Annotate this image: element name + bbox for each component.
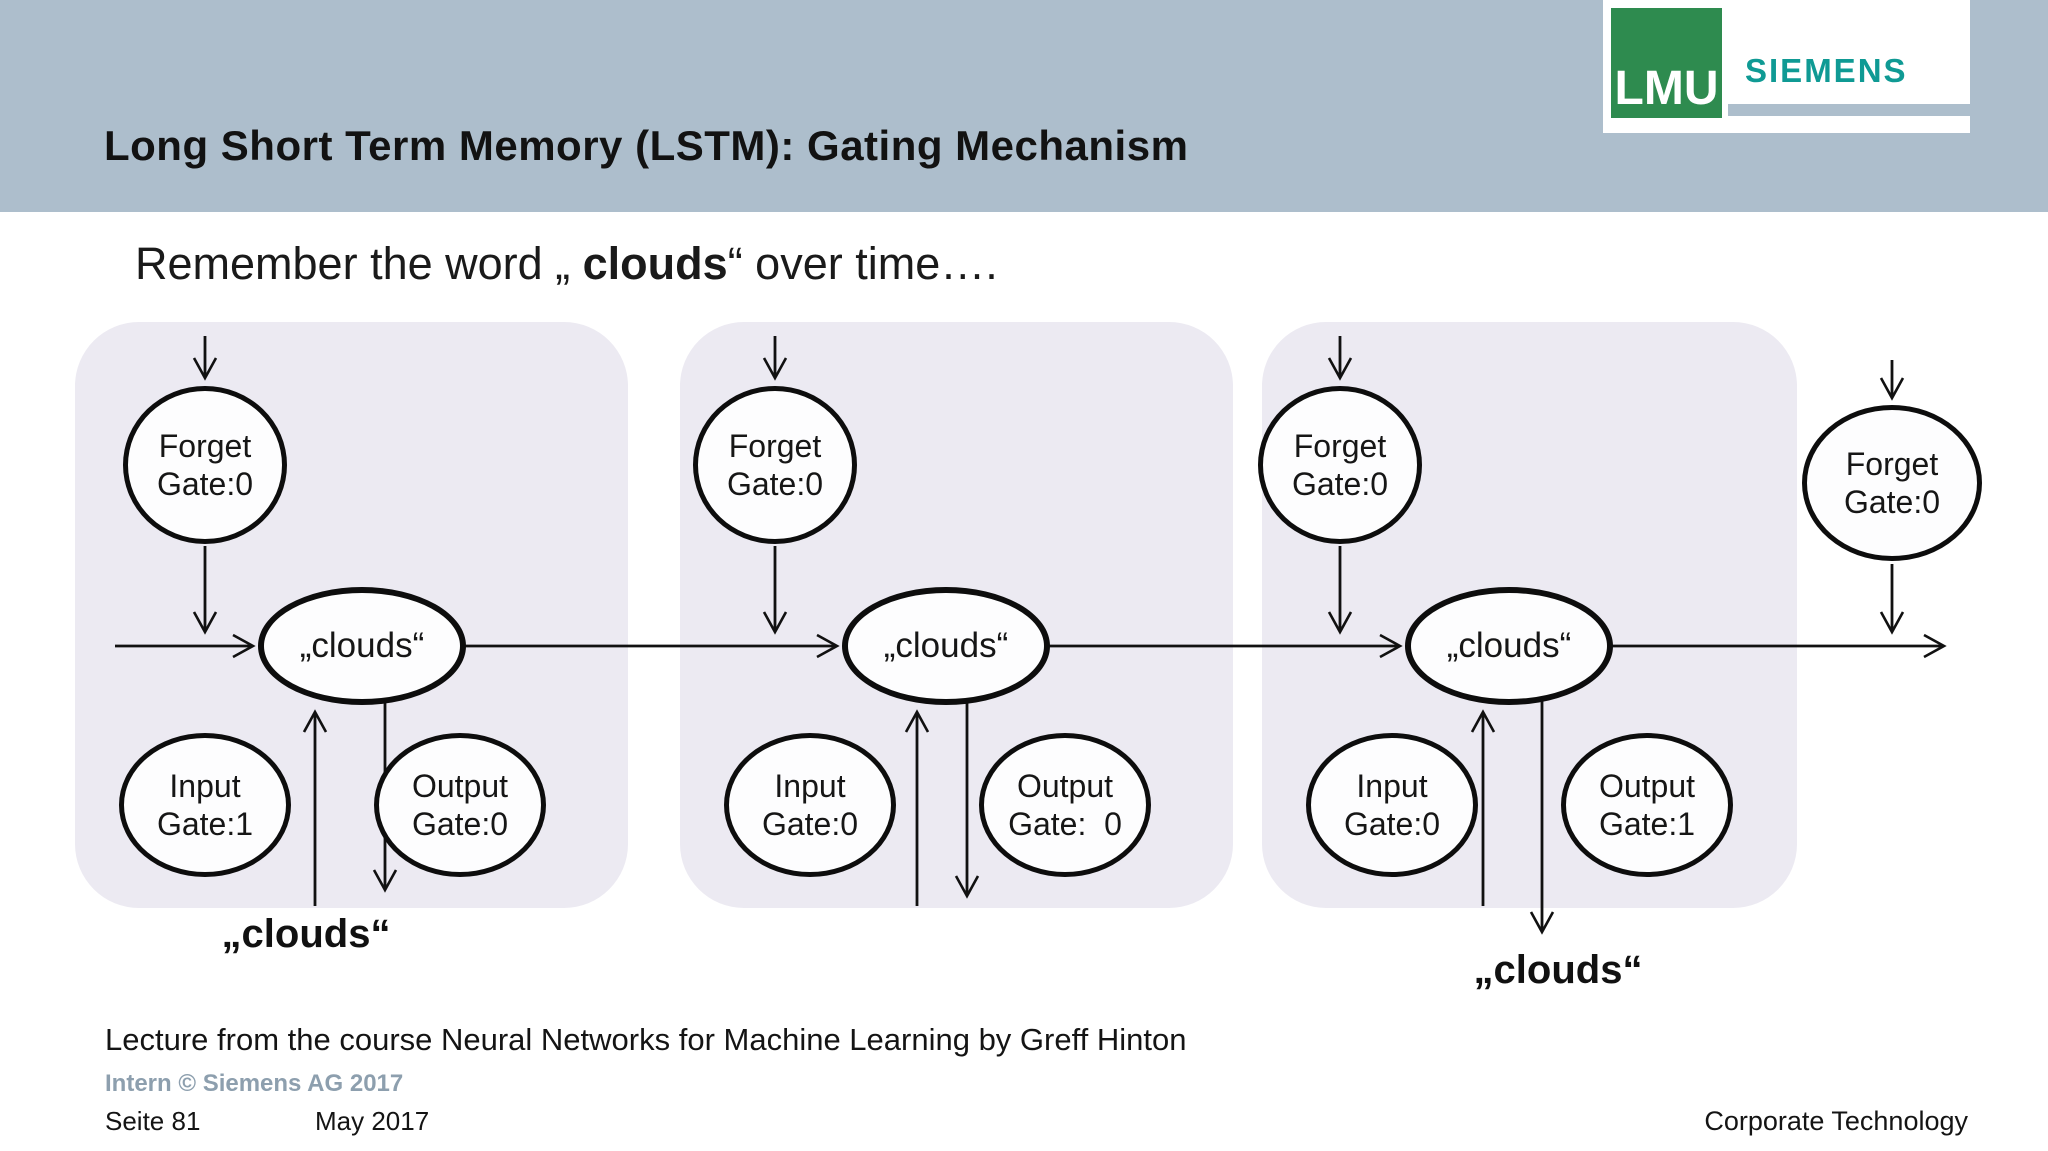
input-gate-node-1: Input Gate:1	[119, 733, 291, 877]
cell-state-node-2: „clouds“	[842, 587, 1050, 705]
forget-gate-node-4: Forget Gate:0	[1802, 405, 1982, 561]
slide-date: May 2017	[315, 1106, 430, 1136]
page-title: Long Short Term Memory (LSTM): Gating Me…	[104, 122, 1189, 169]
forget-gate-node-1: Forget Gate:0	[123, 386, 287, 544]
lmu-logo: LMU	[1611, 8, 1722, 118]
lmu-logo-text: LMU	[1614, 62, 1719, 115]
forget-gate-node-2: Forget Gate:0	[693, 386, 857, 544]
lecture-credit: Lecture from the course Neural Networks …	[105, 1022, 1187, 1057]
page-number: Seite 81	[105, 1106, 201, 1136]
output-gate-node-1: Output Gate:0	[374, 733, 546, 877]
forget-gate-node-3: Forget Gate:0	[1258, 386, 1422, 544]
siemens-logo: SIEMENS	[1745, 52, 1908, 89]
output-word-label-3: „clouds“	[1473, 948, 1643, 992]
subtitle-suffix: “ over time….	[727, 238, 998, 289]
department-label: Corporate Technology	[1704, 1106, 1968, 1136]
input-gate-node-2: Input Gate:0	[724, 733, 896, 877]
subtitle-word: clouds	[582, 238, 728, 289]
subtitle: Remember the word „ clouds“ over time….	[135, 238, 998, 290]
subtitle-prefix: Remember the word „	[135, 238, 583, 289]
input-gate-node-3: Input Gate:0	[1306, 733, 1478, 877]
cell-state-node-3: „clouds“	[1405, 587, 1613, 705]
cell-state-node-1: „clouds“	[258, 587, 466, 705]
confidentiality-note: Intern © Siemens AG 2017	[105, 1070, 404, 1097]
logo-panel-lower-strip	[1727, 116, 1970, 133]
input-word-label-1: „clouds“	[221, 912, 391, 956]
output-gate-node-2: Output Gate: 0	[979, 733, 1151, 877]
output-gate-node-3: Output Gate:1	[1561, 733, 1733, 877]
